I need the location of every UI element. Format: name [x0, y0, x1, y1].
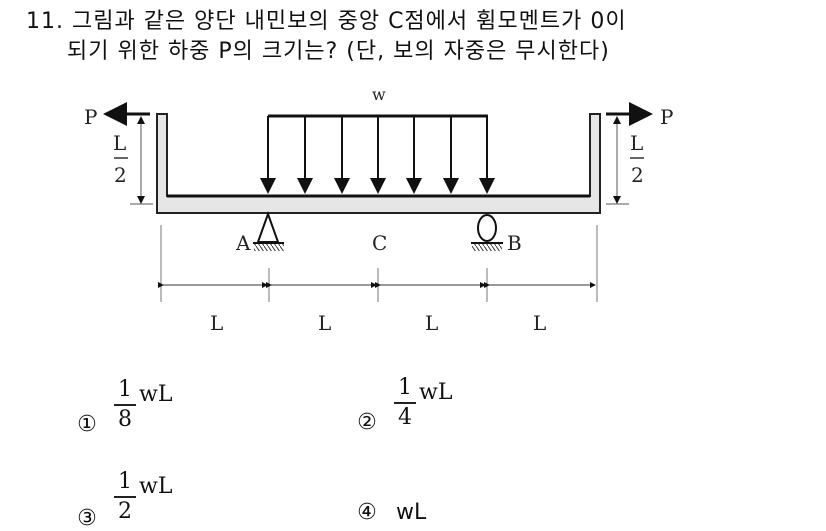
span-label-2: L: [318, 311, 331, 335]
choice-2-text: wL: [419, 380, 453, 405]
load-label-w: w: [372, 85, 386, 104]
choice-1-marker: ①: [77, 412, 97, 437]
beam-diagram: w P L 2 P L 2 A C B L: [84, 85, 673, 335]
distributed-load: [260, 114, 495, 194]
force-label-left: P: [84, 105, 97, 129]
force-label-right: P: [660, 105, 673, 129]
choice-3-marker: ③: [77, 506, 97, 531]
point-c-label: C: [372, 231, 387, 255]
choice-3-text: wL: [139, 474, 173, 499]
span-label-4: L: [533, 311, 546, 335]
choice-2-marker: ②: [357, 410, 377, 435]
question-line-2: 되기 위한 하중 P의 크기는? (단, 보의 자중은 무시한다): [67, 39, 610, 64]
span-label-1: L: [210, 311, 223, 335]
span-dimension: [158, 225, 598, 302]
question-line-1: 11. 그림과 같은 양단 내민보의 중앙 C점에서 휨모멘트가 0이: [26, 9, 627, 34]
roller-support-b: [471, 214, 503, 251]
support-a-label: A: [235, 231, 251, 255]
beam-frame: [156, 113, 601, 214]
support-b-label: B: [507, 231, 522, 255]
choice-4-text: wL: [396, 500, 427, 525]
height-left-num: L: [113, 131, 126, 155]
choice-1-text: wL: [139, 382, 173, 407]
height-right-num: L: [630, 131, 643, 155]
choice-4-marker: ④: [357, 500, 377, 525]
height-right-den: 2: [631, 163, 644, 187]
choice-4[interactable]: ④ wL: [352, 500, 426, 525]
span-label-3: L: [425, 311, 438, 335]
pin-support-a: [253, 211, 284, 251]
height-left-den: 2: [114, 163, 127, 187]
